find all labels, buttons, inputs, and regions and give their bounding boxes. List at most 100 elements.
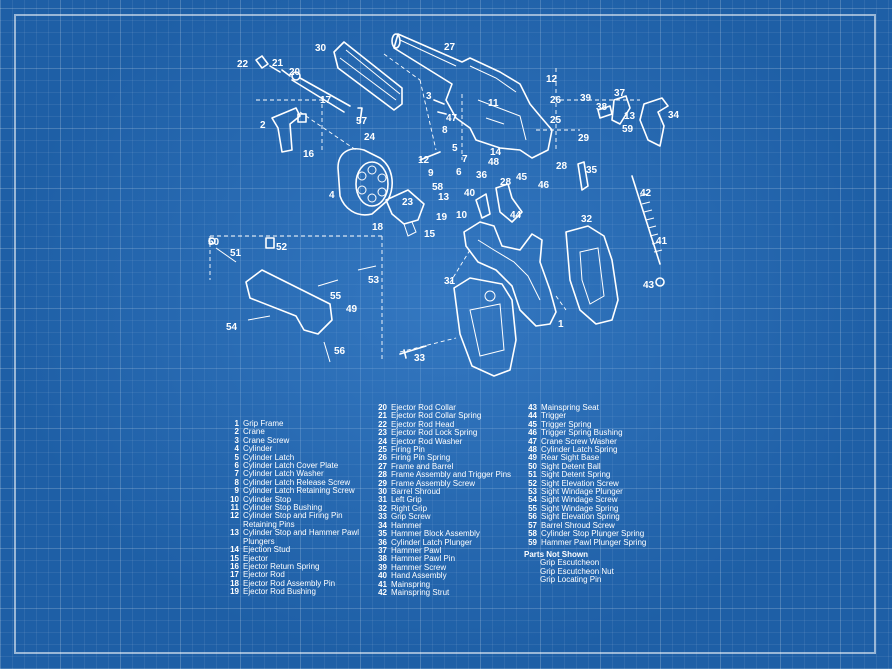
part-hammer-pawl — [597, 95, 631, 125]
part-name: Hammer Pawl — [391, 545, 442, 555]
part-number: 27 — [378, 461, 387, 471]
part-name: Cylinder Latch Retaining Screw — [243, 486, 355, 496]
part-name: Hammer Screw — [391, 562, 447, 572]
part-number: 22 — [378, 419, 387, 429]
callout-15: 15 — [424, 229, 436, 240]
part-number: 50 — [528, 461, 537, 471]
callout-29: 29 — [578, 133, 590, 144]
part-number: 1 — [234, 419, 239, 428]
part-name: Ejector Rod Assembly Pin — [243, 578, 336, 588]
part-name: Cylinder Stop and Firing Pin — [243, 511, 343, 521]
callout-42: 42 — [640, 188, 652, 199]
part-number: 9 — [234, 486, 239, 496]
part-number: 45 — [528, 419, 537, 429]
part-number: 53 — [528, 487, 537, 497]
part-number: 23 — [378, 428, 387, 438]
part-name: Cylinder Stop and Hammer Pawl — [243, 528, 360, 538]
parts-list-item: 9 Cylinder Latch Retaining Screw — [226, 486, 359, 496]
callout-36: 36 — [476, 170, 488, 181]
callout-57: 57 — [356, 116, 368, 127]
part-name: Cylinder Latch Spring — [541, 445, 618, 455]
part-number: 12 — [230, 511, 239, 521]
part-number: 18 — [230, 578, 239, 588]
part-name: Mainspring — [391, 579, 431, 589]
parts-list-item: 22 Ejector Rod Head — [374, 419, 511, 429]
callout-40: 40 — [464, 188, 476, 199]
part-name: Crane Screw — [243, 435, 290, 445]
part-number: 7 — [234, 469, 239, 479]
part-name: Crane Screw Washer — [541, 436, 617, 446]
part-name: Frame and Barrel — [391, 461, 454, 471]
callout-23: 23 — [402, 197, 414, 208]
part-number: 26 — [378, 453, 387, 463]
part-name: Frame Assembly Screw — [391, 478, 476, 488]
parts-not-shown-title: Parts Not Shown — [524, 549, 589, 559]
callout-55: 55 — [330, 291, 342, 302]
part-number: 28 — [378, 470, 387, 480]
part-name: Cylinder Latch Plunger — [391, 537, 472, 547]
part-not-shown-item: Grip Escutcheon — [540, 558, 600, 568]
part-name: Hand Assembly — [391, 571, 447, 581]
callout-2: 2 — [260, 120, 266, 131]
parts-list-item: 33 Grip Screw — [374, 512, 511, 522]
part-barrel-shroud — [333, 41, 403, 111]
parts-list-item: 29 Frame Assembly Screw — [374, 478, 511, 488]
callout-12-a: 12 — [546, 74, 558, 85]
part-name: Mainspring Seat — [541, 403, 599, 412]
part-name: Cylinder Latch — [243, 452, 295, 462]
part-name: Ejection Stud — [243, 545, 291, 555]
callout-5: 5 — [452, 143, 458, 154]
part-name: Ejector Return Spring — [243, 561, 320, 571]
callout-34: 34 — [668, 110, 680, 121]
part-name: Ejector Rod Head — [391, 419, 455, 429]
part-grip-frame — [463, 221, 557, 327]
part-number: 29 — [378, 478, 387, 488]
callout-39: 39 — [580, 93, 592, 104]
callout-38: 38 — [596, 102, 608, 113]
part-number: 57 — [528, 520, 537, 530]
part-number: 33 — [378, 512, 387, 522]
callout-6: 6 — [456, 167, 462, 178]
part-name: Rear Sight Base — [541, 453, 600, 463]
part-name: Ejector — [243, 553, 268, 563]
part-name: Ejector Rod Bushing — [243, 587, 316, 597]
part-name: Right Grip — [391, 503, 428, 513]
part-number: 40 — [378, 571, 387, 581]
callout-14: 14 — [490, 147, 502, 158]
callout-30: 30 — [315, 43, 327, 54]
part-name: Grip Screw — [391, 512, 431, 522]
callout-33: 33 — [414, 353, 426, 364]
alignment-lines — [209, 53, 640, 360]
part-name: Cylinder Stop Plunger Spring — [541, 529, 645, 539]
part-left-grip — [453, 277, 517, 377]
part-number: 4 — [234, 444, 239, 454]
part-number: 36 — [378, 537, 387, 547]
part-name: Ejector Rod Lock Spring — [391, 428, 478, 438]
part-number: 34 — [378, 520, 387, 530]
part-name: Sight Detent Spring — [541, 470, 611, 480]
callout-53: 53 — [368, 275, 380, 286]
callout-26: 26 — [550, 95, 562, 106]
callout-11: 11 — [488, 98, 499, 109]
part-number: 21 — [378, 411, 387, 421]
part-ejector — [385, 189, 425, 237]
part-name: Hammer — [391, 520, 422, 530]
